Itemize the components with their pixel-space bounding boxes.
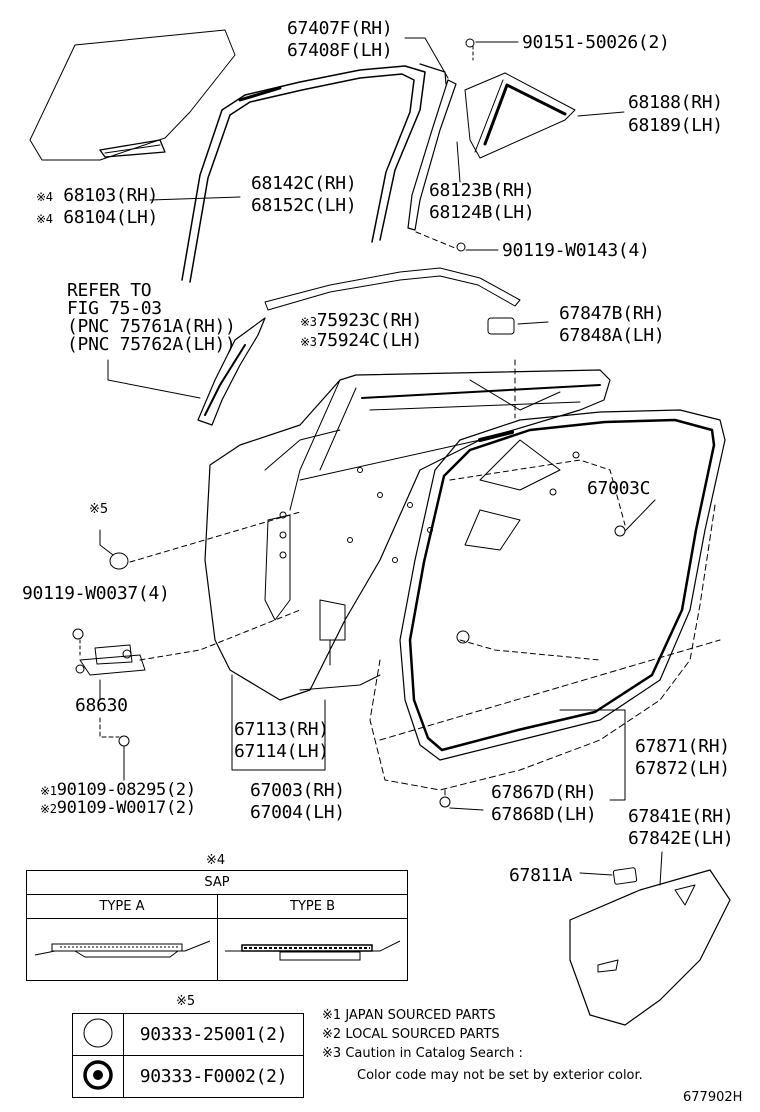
leader-lines [79,37,663,886]
label-75923c-group: ※375923C(RH) [300,310,422,333]
sap-type-a-cell [26,918,218,981]
clip-icon-cell-2 [72,1055,124,1098]
quarter-glass-drawing [464,72,576,159]
sap-table-header: SAP [26,870,408,895]
label-68104: 68104(LH) [63,207,159,228]
label-67848a: 67848A(LH) [559,325,665,346]
label-67407f: 67407F(RH) [287,18,393,39]
sap-type-a-header: TYPE A [26,894,218,919]
door-glass-drawing [29,29,236,161]
label-67003c: 67003C [587,478,651,499]
mark-1: ※1 [40,784,57,798]
hole-plug-drawing [109,552,129,570]
hole-plug-dot-icon [83,1059,113,1090]
label-68103: 68103(RH) [63,185,159,206]
door-panel-drawing [204,359,611,701]
label-68123b: 68123B(RH) [429,180,535,201]
label-67842e: 67842E(LH) [628,828,734,849]
note-3-mark: ※3 [322,1046,342,1061]
bolts-drawing [72,38,626,808]
clip-drawing [487,317,515,335]
label-67847b: 67847B(RH) [559,303,665,324]
note-4: Color code may not be set by exterior co… [357,1068,643,1083]
note-2-mark: ※2 [322,1027,342,1042]
clip-table-row1: 90333-25001(2) [123,1013,304,1056]
label-68188: 68188(RH) [628,92,723,113]
sap-type-b-cell [217,918,408,981]
mark-3: ※3 [300,335,317,349]
label-75924c-group: ※375924C(LH) [300,330,422,353]
label-90109-w0017: 90109-W0017(2) [56,798,196,818]
label-90119-w0037: 90119-W0037(4) [22,583,170,604]
hole-plug-plain-icon [83,1018,113,1047]
label-67113: 67113(RH) [234,719,329,740]
label-67408f: 67408F(LH) [287,40,393,61]
clip-table: 90333-25001(2) 90333-F0002(2) [72,1013,304,1098]
mark-4: ※4 [36,212,53,226]
label-68124b: 68124B(LH) [429,202,535,223]
label-68103-group: ※4 68103(RH) [36,185,158,208]
label-67004: 67004(LH) [250,802,345,823]
note-1-mark: ※1 [322,1008,342,1023]
glass-run-channel-drawing [181,65,426,283]
label-68142c: 68142C(RH) [251,173,357,194]
label-refer-pnc-rh: (PNC 75761A(RH)) [67,316,236,337]
label-75923c: 75923C(RH) [316,310,423,331]
label-90109-08295-group: ※190109-08295(2) [40,779,196,802]
note-2-text: LOCAL SOURCED PARTS [345,1027,500,1042]
label-67871: 67871(RH) [635,736,730,757]
division-bar-drawing [407,79,457,231]
label-67003: 67003(RH) [250,780,345,801]
clip-table-row2: 90333-F0002(2) [123,1055,304,1098]
note-3: ※3 Caution in Catalog Search : [322,1046,523,1062]
door-check-drawing [75,609,301,676]
clip-icon-cell-1 [72,1013,124,1056]
trim-clip-drawing [612,867,638,885]
label-67811a: 67811A [509,865,573,886]
mark-3: ※3 [300,315,317,329]
label-90109-w0017-group: ※290109-W0017(2) [40,797,196,820]
label-67114: 67114(LH) [234,741,329,762]
note-2: ※2 LOCAL SOURCED PARTS [322,1027,500,1043]
sap-table: SAP TYPE A TYPE B [26,870,408,981]
mark-2: ※2 [40,802,57,816]
figure-code: 677902H [683,1090,743,1105]
label-75924c: 75924C(LH) [316,330,423,351]
door-weatherstrip-drawing [399,409,726,761]
sap-type-a-drawing [34,940,210,957]
label-67868d: 67868D(LH) [491,804,597,825]
label-67841e: 67841E(RH) [628,806,734,827]
roof-moulding-drawing [264,267,521,311]
lower-weatherstrip-drawing [369,504,716,791]
label-refer-fig: FIG 75-03 [67,298,162,319]
partition-sash-drawing [197,317,266,426]
label-refer-to: REFER TO [67,280,152,301]
label-68630: 68630 [75,695,128,716]
label-68189: 68189(LH) [628,115,723,136]
sap-type-b-drawing [225,940,401,960]
label-67872: 67872(LH) [635,758,730,779]
sap-table-mark: ※4 [206,853,226,868]
label-90151: 90151-50026(2) [522,32,670,53]
hole-plug-mark: ※5 [89,502,109,517]
label-67867d: 67867D(RH) [491,782,597,803]
note-3-text: Caution in Catalog Search : [345,1046,523,1061]
mark-4: ※4 [36,190,53,204]
label-68104-group: ※4 68104(LH) [36,207,158,230]
sap-type-b-header: TYPE B [217,894,408,919]
door-trim-drawing [569,869,731,1026]
note-1-text: JAPAN SOURCED PARTS [345,1008,496,1023]
label-68152c: 68152C(LH) [251,195,357,216]
label-refer-pnc-lh: (PNC 75762A(LH)) [67,334,236,355]
clip-table-mark: ※5 [176,994,196,1009]
note-1: ※1 JAPAN SOURCED PARTS [322,1008,496,1024]
label-90119-w0143: 90119-W0143(4) [502,240,650,261]
label-90109-08295: 90109-08295(2) [56,780,196,800]
